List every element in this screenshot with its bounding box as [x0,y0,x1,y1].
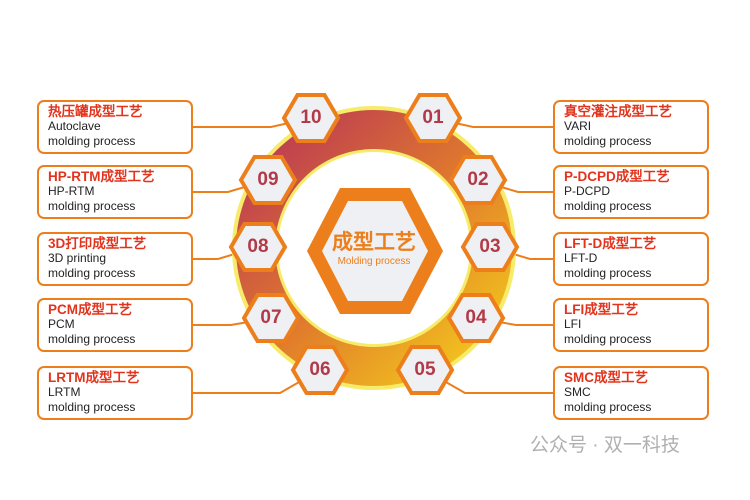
process-name: LFT-D [564,251,598,265]
process-number: 03 [479,236,501,257]
process-title: HP-RTM成型工艺 [48,169,155,184]
number-hexagon [290,345,350,395]
process-desc: molding process [48,134,136,148]
process-title: LRTM成型工艺 [48,370,140,385]
process-desc: molding process [564,400,652,414]
number-hexagon [446,293,506,343]
process-number: 06 [309,359,331,380]
number-hexagon [395,345,455,395]
process-desc: molding process [564,134,652,148]
number-hexagon [403,93,463,143]
process-desc: molding process [564,332,652,346]
process-name: LRTM [48,385,81,399]
process-name: PCM [48,317,75,331]
number-hexagon [241,293,301,343]
process-desc: molding process [48,266,136,280]
process-title: 真空灌注成型工艺 [564,104,672,119]
process-desc: molding process [564,266,652,280]
process-number: 02 [467,169,489,190]
process-title: PCM成型工艺 [48,302,132,317]
process-desc: molding process [48,400,136,414]
number-hexagon [281,93,341,143]
process-name: LFI [564,317,582,331]
process-title: LFI成型工艺 [564,302,639,317]
process-name: P-DCPD [564,184,611,198]
number-hexagon [448,155,508,205]
process-title: 3D打印成型工艺 [48,236,147,251]
process-name: SMC [564,385,591,399]
process-desc: molding process [48,199,136,213]
process-number: 10 [300,107,322,128]
process-name: HP-RTM [48,184,95,198]
process-desc: molding process [48,332,136,346]
watermark: 公众号 · 双一科技 [530,435,680,456]
process-title: P-DCPD成型工艺 [564,169,670,184]
process-title: LFT-D成型工艺 [564,236,657,251]
process-number: 05 [414,359,436,380]
process-title: 热压罐成型工艺 [48,104,143,119]
center-hexagon-inner [322,201,428,301]
process-number: 07 [260,307,282,328]
process-name: Autoclave [48,119,101,133]
process-name: VARI [564,119,592,133]
number-hexagon [460,222,520,272]
process-number: 04 [465,307,487,328]
center-subtitle: Molding process [337,256,411,267]
process-desc: molding process [564,199,652,213]
process-number: 09 [257,169,279,190]
process-number: 08 [247,236,269,257]
process-title: SMC成型工艺 [564,370,648,385]
center-title: 成型工艺 [332,231,416,254]
process-name: 3D printing [48,251,107,265]
number-hexagon [228,222,288,272]
process-number: 01 [422,107,444,128]
number-hexagon [238,155,298,205]
